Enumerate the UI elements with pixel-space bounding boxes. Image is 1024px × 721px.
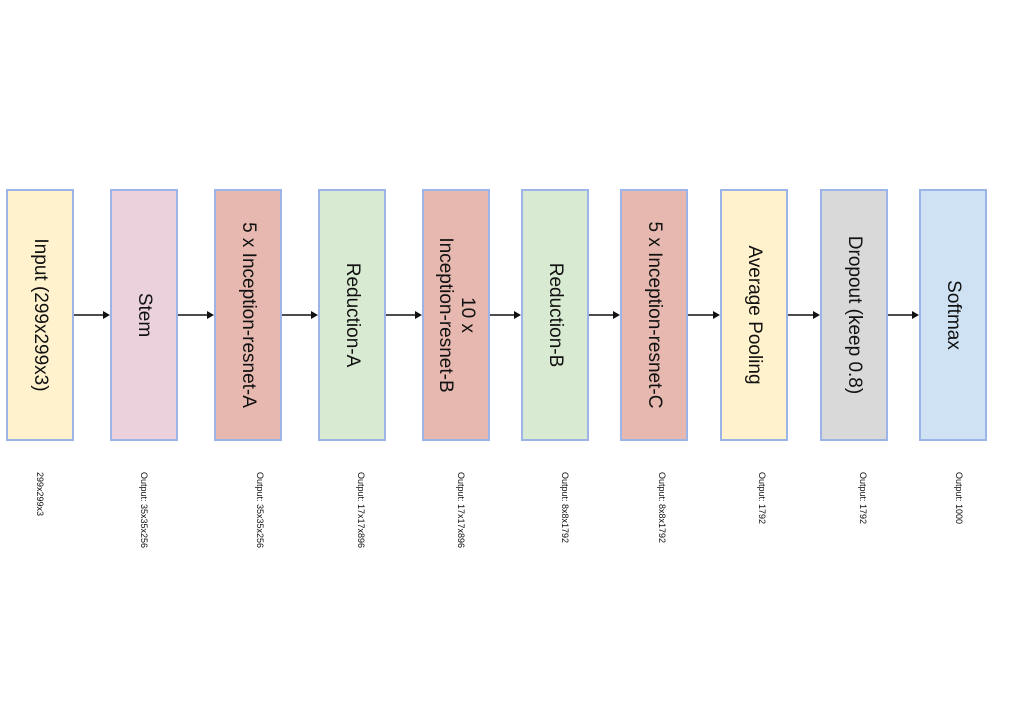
block-stem: Stem: [110, 189, 178, 441]
block-average-pooling-label: Average Pooling: [744, 245, 765, 385]
output-label-inception-resnet-c: Output: 8x8x1792: [657, 472, 667, 544]
block-inception-resnet-c: 5 x Inception-resnet-C: [620, 189, 688, 441]
output-label-dropout: Output: 1792: [858, 472, 868, 525]
block-inception-resnet-a-label: 5 x Inception-resnet-A: [238, 222, 259, 408]
arrow-head-2: [207, 311, 214, 319]
output-label-stem: Output: 35x35x256: [139, 472, 149, 549]
arrow-head-4: [415, 311, 422, 319]
block-reduction-b: Reduction-B: [521, 189, 589, 441]
block-input: Input (299x299x3): [6, 189, 74, 441]
block-dropout: Dropout (keep 0.8): [820, 189, 888, 441]
block-inception-resnet-c-label: 5 x Inception-resnet-C: [644, 221, 665, 409]
block-average-pooling: Average Pooling: [720, 189, 788, 441]
output-label-average-pooling: Output: 1792: [757, 472, 767, 525]
block-input-label: Input (299x299x3): [30, 238, 51, 392]
block-reduction-a-label: Reduction-A: [342, 262, 363, 368]
output-label-inception-resnet-a: Output: 35x35x256: [255, 472, 265, 549]
arrow-head-9: [912, 311, 919, 319]
arrow-head-3: [311, 311, 318, 319]
block-inception-resnet-b: 10 x Inception-resnet-B: [422, 189, 490, 441]
arrow-head-6: [613, 311, 620, 319]
block-softmax-label: Softmax: [943, 280, 964, 350]
block-reduction-a: Reduction-A: [318, 189, 386, 441]
block-reduction-b-label: Reduction-B: [545, 262, 566, 368]
output-label-input: 299x299x3: [35, 472, 45, 517]
block-stem-label: Stem: [134, 292, 155, 338]
block-dropout-label: Dropout (keep 0.8): [844, 235, 865, 395]
block-inception-resnet-a: 5 x Inception-resnet-A: [214, 189, 282, 441]
output-label-softmax: Output: 1000: [954, 472, 964, 525]
output-label-reduction-a: Output: 17x17x896: [356, 472, 366, 549]
block-inception-resnet-b-label: 10 x Inception-resnet-B: [435, 237, 478, 393]
block-softmax: Softmax: [919, 189, 987, 441]
output-label-reduction-b: Output: 8x8x1792: [560, 472, 570, 544]
output-label-inception-resnet-b: Output: 17x17x896: [456, 472, 466, 549]
arrow-head-1: [103, 311, 110, 319]
arrow-head-8: [813, 311, 820, 319]
arrow-head-5: [514, 311, 521, 319]
arrow-head-7: [713, 311, 720, 319]
